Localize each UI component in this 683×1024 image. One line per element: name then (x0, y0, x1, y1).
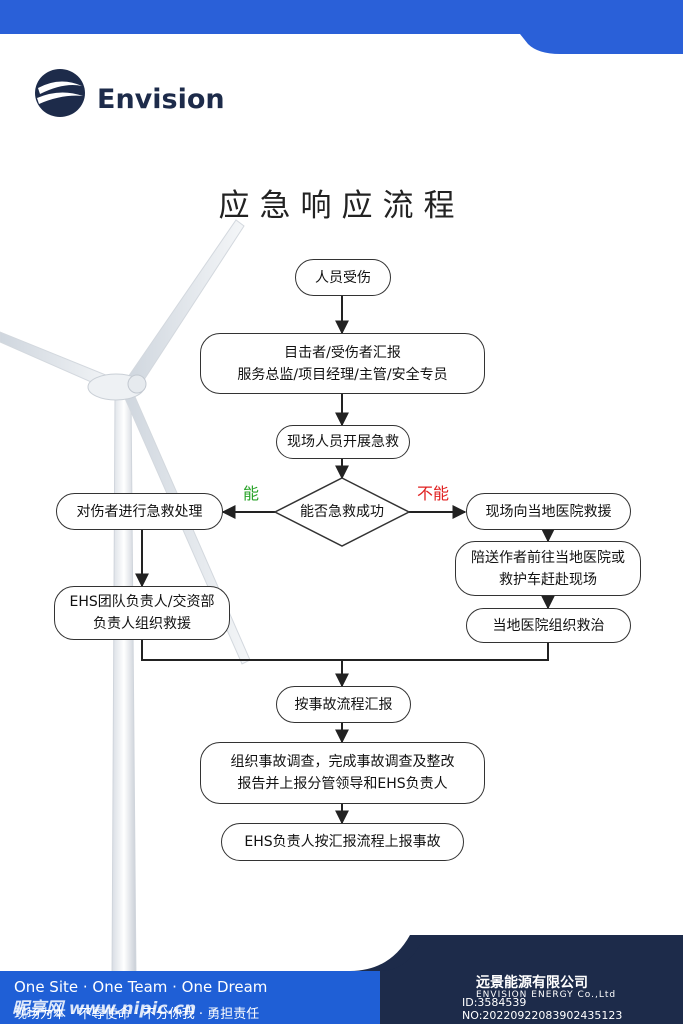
top-banner (0, 0, 683, 54)
footer-company-name-en: ENVISION ENERGY Co.,Ltd (476, 990, 617, 1000)
footer-band (0, 935, 683, 1024)
brand-name: Envision (97, 84, 225, 115)
node-decision-label: 能否急救成功 (300, 504, 384, 520)
node-treat-injured: 对伤者进行急救处理 (56, 493, 223, 530)
no-label: 不能 (417, 484, 450, 503)
footer-company-name: 远景能源有限公司 (476, 975, 588, 991)
node-first-aid: 现场人员开展急救 (276, 425, 410, 459)
node-hospital-treat: 当地医院组织救治 (466, 608, 631, 643)
footer-slogan: One Site · One Team · One Dream (14, 978, 268, 996)
node-ehs-rescue: EHS团队负责人/交资部 负责人组织救援 (54, 586, 230, 640)
envision-logo-icon (35, 69, 85, 117)
node-report-process: 按事故流程汇报 (276, 686, 411, 723)
watermark: 昵享网 www.nipic.cn (12, 999, 197, 1019)
node-injury: 人员受伤 (295, 259, 391, 296)
node-hospital-rescue: 现场向当地医院救援 (466, 493, 631, 530)
decision-diamond (273, 477, 411, 547)
watermark-id: ID:3584539 NO:20220922083902435123 (462, 996, 623, 1022)
footer-motto: 现场为本 · 不辱使命 · 不分你我 · 勇担责任 (14, 1007, 260, 1022)
node-investigate: 组织事故调查，完成事故调查及整改 报告并上报分管领导和EHS负责人 (200, 742, 485, 804)
node-escort: 陪送作者前往当地医院或 救护车赶赴现场 (455, 541, 641, 596)
yes-label: 能 (243, 484, 260, 503)
page-title: 应急响应流程 (218, 188, 465, 224)
node-report-witness: 目击者/受伤者汇报 服务总监/项目经理/主管/安全专员 (200, 333, 485, 394)
node-ehs-report: EHS负责人按汇报流程上报事故 (221, 823, 464, 861)
